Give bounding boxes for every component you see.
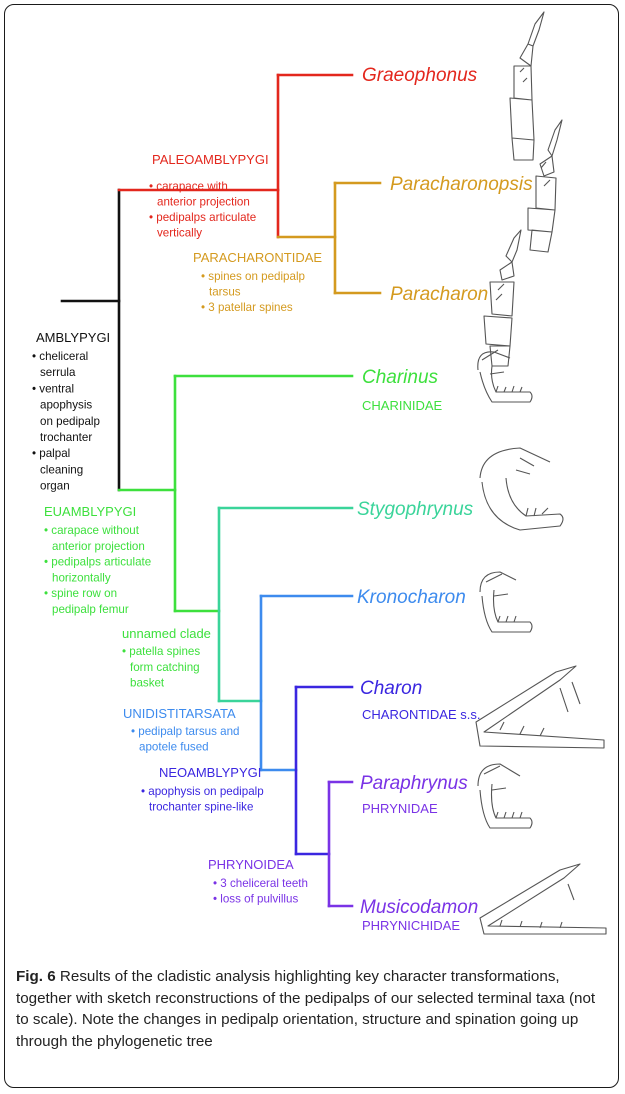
taxon-label-paraphrynus: Paraphrynus — [360, 773, 468, 794]
clade-character-euamblypygi: • spine row on — [44, 587, 117, 600]
clade-character-amblypygi: organ — [40, 480, 70, 493]
family-label-charon: CHARONTIDAE s.s. — [362, 707, 480, 722]
taxon-label-stygophrynus: Stygophrynus — [357, 499, 474, 520]
taxon-label-musicodamon: Musicodamon — [360, 897, 478, 918]
clade-character-euamblypygi: anterior projection — [52, 540, 145, 553]
clade-character-paracharontidae: • 3 patellar spines — [201, 301, 293, 314]
clade-character-amblypygi: • palpal — [32, 447, 70, 460]
clade-name-paleoamblypygi: PALEOAMBLYPYGI — [152, 152, 269, 167]
clade-character-unidistitarsata: • pedipalp tarsus and — [131, 725, 239, 738]
clade-name-amblypygi: AMBLYPYGI — [36, 330, 110, 345]
clade-character-amblypygi: serrula — [40, 366, 76, 379]
clade-character-unidistitarsata: apotele fused — [139, 741, 209, 754]
clade-character-amblypygi: apophysis — [40, 399, 92, 412]
figure-caption: Fig. 6 Results of the cladistic analysis… — [16, 966, 606, 1052]
clade-character-paracharontidae: • spines on pedipalp — [201, 270, 305, 283]
clade-character-unnamed-clade: • patella spines — [122, 645, 200, 658]
clade-name-unnamed-clade: unnamed clade — [122, 626, 211, 641]
family-label-charinus: CHARINIDAE — [362, 398, 443, 413]
clade-character-paracharontidae: tarsus — [209, 286, 241, 299]
clade-name-euamblypygi: EUAMBLYPYGI — [44, 504, 136, 519]
clade-character-phrynoidea: • 3 cheliceral teeth — [213, 877, 308, 890]
pedipalp-sketch-charon — [475, 665, 605, 749]
clade-character-euamblypygi: • pedipalps articulate — [44, 556, 151, 569]
family-label-musicodamon: PHRYNICHIDAE — [362, 918, 460, 933]
clade-name-paracharontidae: PARACHARONTIDAE — [193, 250, 322, 265]
taxon-label-paracharon: Paracharon — [390, 284, 488, 305]
caption-label: Fig. 6 — [16, 968, 56, 985]
clade-character-paleoamblypygi: • pedipalps articulate — [149, 211, 256, 224]
clade-character-euamblypygi: horizontally — [52, 571, 111, 584]
clade-character-amblypygi: cleaning — [40, 463, 83, 476]
clade-character-neoamblypygi: • apophysis on pedipalp — [141, 785, 264, 798]
clade-character-paleoamblypygi: • carapace with — [149, 180, 228, 193]
clade-character-unnamed-clade: form catching — [130, 661, 200, 674]
clade-character-paleoamblypygi: vertically — [157, 227, 202, 240]
clade-character-amblypygi: • ventral — [32, 382, 74, 395]
pedipalp-sketch-charinus — [477, 349, 533, 403]
clade-name-phrynoidea: PHRYNOIDEA — [208, 857, 294, 872]
clade-character-neoamblypygi: trochanter spine-like — [149, 801, 253, 814]
pedipalp-sketch-kronocharon — [479, 571, 533, 633]
pedipalp-sketch-paracharon — [483, 229, 522, 367]
caption-text: Results of the cladistic analysis highli… — [16, 968, 596, 1050]
cladogram: GraeophonusParacharonopsisParacharonChar… — [32, 11, 607, 935]
pedipalp-sketch-graeophonus — [509, 11, 545, 161]
taxon-label-kronocharon: Kronocharon — [357, 587, 466, 608]
clade-name-unidistitarsata: UNIDISTITARSATA — [123, 706, 236, 721]
taxon-label-graeophonus: Graeophonus — [362, 65, 478, 86]
taxon-label-charon: Charon — [360, 678, 422, 699]
clade-character-amblypygi: on pedipalp — [40, 415, 100, 428]
pedipalp-sketch-paracharonopsis — [527, 119, 563, 253]
clade-character-amblypygi: • cheliceral — [32, 350, 88, 363]
taxon-label-charinus: Charinus — [362, 367, 439, 388]
family-label-paraphrynus: PHRYNIDAE — [362, 801, 438, 816]
pedipalp-sketch-paraphrynus — [477, 763, 533, 829]
figure-frame — [4, 4, 619, 1088]
pedipalp-sketch-musicodamon — [479, 863, 607, 935]
clade-character-euamblypygi: pedipalp femur — [52, 603, 129, 616]
clade-character-euamblypygi: • carapace without — [44, 524, 140, 537]
clade-character-amblypygi: trochanter — [40, 431, 92, 444]
clade-character-phrynoidea: • loss of pulvillus — [213, 893, 298, 906]
pedipalp-sketch-stygophrynus — [479, 447, 564, 531]
clade-character-paleoamblypygi: anterior projection — [157, 196, 250, 209]
taxon-label-paracharonopsis: Paracharonopsis — [390, 174, 533, 195]
clade-name-neoamblypygi: NEOAMBLYPYGI — [159, 765, 261, 780]
clade-character-unnamed-clade: basket — [130, 677, 165, 690]
